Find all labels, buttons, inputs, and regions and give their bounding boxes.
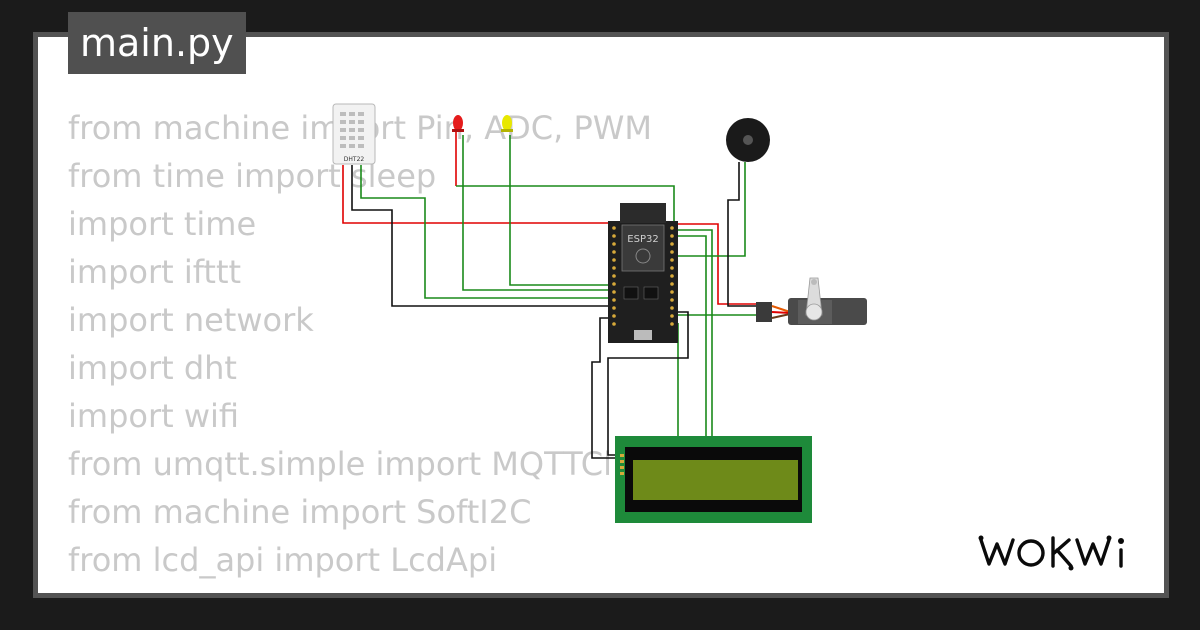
code-line: from i2c_lcd import I2cLcd bbox=[68, 584, 673, 593]
lcd-display[interactable] bbox=[615, 436, 812, 523]
code-line: from machine import SoftI2C bbox=[68, 493, 532, 531]
buzzer[interactable] bbox=[726, 118, 770, 162]
esp32-board[interactable]: ESP32 bbox=[608, 203, 678, 343]
code-line: from umqtt.simple import MQTTClient bbox=[68, 445, 674, 483]
wires-red bbox=[342, 130, 762, 305]
code-line: import dht bbox=[68, 349, 237, 387]
code-background: from machine import Pin, ADC, PWM from t… bbox=[68, 104, 673, 593]
red-led[interactable] bbox=[452, 115, 464, 132]
file-tab[interactable]: main.py bbox=[68, 12, 246, 74]
wires-green bbox=[360, 135, 762, 473]
servo-motor[interactable] bbox=[756, 277, 867, 325]
circuit-diagram: DHT22 ESP32 bbox=[332, 103, 867, 523]
yellow-led[interactable] bbox=[501, 115, 513, 132]
wires-black bbox=[351, 162, 762, 459]
esp32-label: ESP32 bbox=[627, 234, 658, 245]
dht22-sensor[interactable]: DHT22 bbox=[332, 103, 376, 165]
code-line: import ifttt bbox=[68, 253, 242, 291]
code-line: import wifi bbox=[68, 397, 240, 435]
wokwi-logo bbox=[978, 535, 1124, 571]
code-line: import network bbox=[68, 301, 314, 339]
simulator-canvas: from machine import Pin, ADC, PWM from t… bbox=[38, 37, 1164, 593]
code-line: from lcd_api import LcdApi bbox=[68, 541, 498, 579]
code-line: import time bbox=[68, 205, 257, 243]
dht22-label: DHT22 bbox=[344, 156, 365, 163]
